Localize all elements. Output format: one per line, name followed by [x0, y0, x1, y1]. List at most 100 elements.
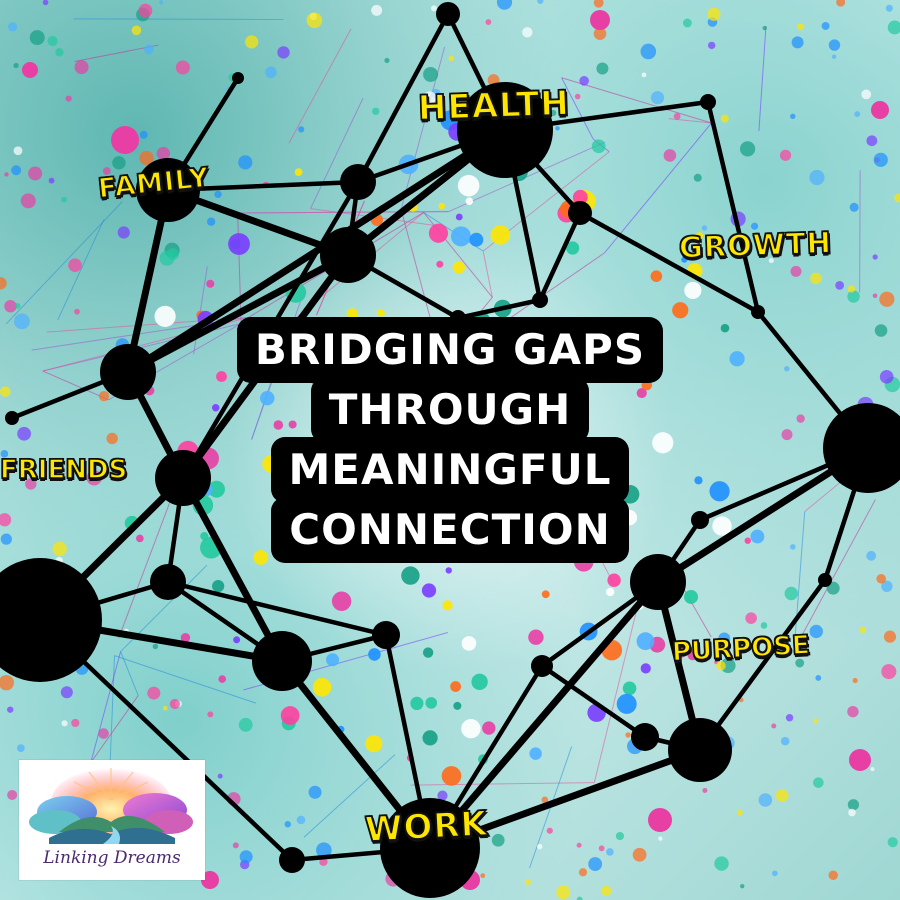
color-dot — [217, 773, 223, 779]
color-dot — [65, 95, 72, 102]
color-dot — [491, 833, 505, 847]
color-dot — [442, 600, 453, 611]
color-dot — [430, 5, 437, 12]
color-dot — [14, 303, 21, 309]
color-dot — [881, 580, 893, 593]
network-edge — [577, 210, 761, 315]
network-node — [340, 164, 376, 200]
color-dot — [701, 225, 708, 231]
web-line — [288, 28, 352, 144]
color-dot — [796, 414, 805, 423]
color-dot — [162, 705, 168, 711]
color-dot — [452, 261, 465, 274]
web-line — [410, 782, 595, 786]
color-dot — [112, 156, 126, 170]
color-dot — [29, 30, 45, 46]
color-dot — [296, 815, 306, 825]
color-dot — [707, 7, 721, 21]
color-dot — [771, 870, 778, 877]
color-dot — [546, 827, 553, 834]
network-node — [531, 655, 553, 677]
network-node — [252, 631, 312, 691]
color-dot — [625, 732, 631, 738]
color-dot — [606, 848, 614, 856]
web-line — [561, 77, 594, 139]
color-dot — [422, 730, 438, 746]
color-dot — [277, 46, 290, 59]
network-node — [532, 292, 548, 308]
network-node — [150, 564, 186, 600]
network-node — [668, 718, 732, 782]
color-dot — [681, 256, 688, 263]
color-dot — [849, 202, 859, 212]
color-dot — [813, 718, 819, 724]
color-dot — [744, 537, 751, 544]
color-dot — [866, 550, 877, 561]
color-dot — [848, 808, 856, 817]
color-dot — [650, 91, 665, 105]
network-edge — [179, 474, 286, 665]
color-dot — [720, 114, 729, 123]
network-node — [700, 94, 716, 110]
color-dot — [720, 323, 730, 333]
color-dot — [4, 300, 17, 313]
color-dot — [528, 629, 544, 645]
network-node — [279, 847, 305, 873]
color-dot — [42, 0, 49, 6]
color-dot — [809, 169, 825, 186]
color-dot — [55, 48, 64, 57]
color-dot — [448, 94, 454, 100]
color-dot — [607, 573, 621, 587]
color-dot — [854, 111, 861, 117]
color-dot — [576, 896, 583, 900]
color-dot — [707, 41, 716, 50]
network-node — [823, 403, 900, 493]
health-label: HEALTH — [417, 83, 571, 130]
network-edge — [455, 297, 543, 321]
color-dot — [640, 663, 651, 674]
color-dot — [61, 196, 67, 203]
web-line — [604, 122, 712, 254]
network-node — [691, 511, 709, 529]
color-dot — [835, 280, 845, 290]
color-dot — [312, 677, 332, 697]
network-edge — [697, 577, 828, 753]
color-dot — [847, 285, 856, 293]
web-line — [793, 499, 876, 650]
work-label: WORK — [363, 803, 489, 851]
web-line — [120, 651, 139, 696]
color-dot — [13, 146, 23, 156]
color-dot — [672, 302, 689, 319]
color-dot — [206, 217, 216, 226]
color-dot — [207, 711, 214, 718]
color-dot — [131, 25, 142, 36]
color-dot — [894, 193, 900, 203]
network-node — [380, 798, 480, 898]
color-dot — [593, 0, 604, 8]
color-dot — [810, 272, 822, 285]
color-dot — [159, 0, 164, 5]
accent-dot — [111, 126, 139, 154]
color-dot — [695, 232, 704, 240]
color-dot — [11, 165, 22, 176]
color-dot — [228, 233, 250, 255]
color-dot — [0, 386, 11, 398]
color-dot — [739, 141, 756, 157]
color-dot — [847, 705, 859, 718]
color-dot — [714, 856, 729, 871]
color-dot — [346, 308, 358, 320]
color-dot — [469, 232, 484, 247]
color-dot — [206, 279, 215, 288]
color-dot — [239, 850, 253, 864]
color-dot — [684, 589, 699, 604]
color-dot — [139, 150, 154, 166]
color-dot — [139, 130, 148, 139]
network-edge — [124, 126, 509, 376]
network-node — [0, 558, 102, 682]
color-dot — [745, 612, 757, 624]
color-dot — [760, 622, 768, 629]
network-node — [631, 723, 659, 751]
network-node — [5, 411, 19, 425]
color-dot — [762, 25, 767, 31]
web-line — [193, 266, 208, 355]
